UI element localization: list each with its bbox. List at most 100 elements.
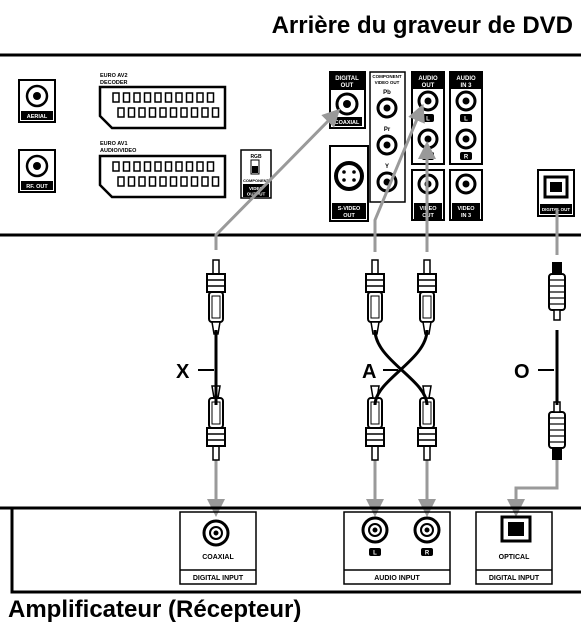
amplifier-title: Amplificateur (Récepteur) bbox=[8, 596, 302, 623]
switch-component-label: COMPONENT bbox=[243, 178, 270, 183]
audio-in3-label-2: IN 3 bbox=[460, 83, 472, 89]
amplifier-panel: COAXIAL DIGITAL INPUT L R AUDIO INPUT OP bbox=[0, 506, 581, 594]
cable-o: O bbox=[514, 330, 559, 405]
scart-pin bbox=[122, 161, 131, 172]
scart-pin bbox=[143, 161, 152, 172]
coaxial-input-label: COAXIAL bbox=[202, 554, 234, 561]
scart-pin bbox=[159, 107, 167, 118]
rf-out-jack: RF. OUT bbox=[18, 149, 56, 193]
digital-input-coax-label: DIGITAL INPUT bbox=[193, 575, 244, 582]
euro-av2-label-1: EURO AV2 bbox=[100, 73, 128, 79]
scart-pin bbox=[138, 107, 146, 118]
cable-a: A bbox=[362, 329, 429, 406]
audio-input-label: AUDIO INPUT bbox=[374, 575, 420, 582]
scart-pin bbox=[133, 161, 141, 172]
scart-pin bbox=[180, 176, 188, 187]
euro-av1-scart bbox=[98, 154, 227, 199]
scart-pin bbox=[112, 161, 120, 172]
scart-pin bbox=[175, 92, 183, 103]
rca-plug bbox=[365, 385, 385, 461]
scart-pin bbox=[164, 161, 173, 172]
scart-pin bbox=[122, 92, 131, 103]
scart-pin bbox=[206, 92, 215, 103]
optical-input-label: OPTICAL bbox=[499, 554, 530, 561]
scart-pin bbox=[180, 107, 188, 118]
switch-video-label: VIDEO bbox=[249, 186, 264, 191]
digital-out-coaxial-group: DIGITAL OUT COAXIAL bbox=[329, 71, 366, 129]
rca-plug bbox=[417, 385, 437, 461]
scart-pin bbox=[112, 92, 120, 103]
aerial-jack: AERIAL bbox=[18, 79, 56, 123]
scart-pin bbox=[190, 176, 199, 187]
cable-a-label: A bbox=[362, 361, 376, 383]
scart-pin bbox=[190, 107, 199, 118]
scart-pin bbox=[196, 161, 204, 172]
scart-pin bbox=[169, 176, 178, 187]
scart-pin bbox=[169, 107, 178, 118]
scart-pin bbox=[138, 176, 146, 187]
rca-plug bbox=[365, 259, 385, 335]
scart-pin bbox=[159, 176, 167, 187]
scart-pin bbox=[201, 176, 209, 187]
scart-pin bbox=[201, 107, 209, 118]
switch-rgb-label: RGB bbox=[250, 154, 262, 160]
scart-pin bbox=[211, 107, 220, 118]
cable-plugs bbox=[206, 259, 566, 461]
audio-input-jacks: L R AUDIO INPUT bbox=[343, 511, 451, 585]
scart-pin bbox=[211, 176, 220, 187]
aerial-label: AERIAL bbox=[27, 114, 48, 120]
audio-l-signal-arrow bbox=[373, 103, 425, 252]
scart-pin bbox=[185, 161, 194, 172]
audio-out-l-label: L bbox=[426, 117, 430, 123]
s-video-label-1: S-VIDEO bbox=[338, 206, 361, 212]
scart-pin bbox=[206, 161, 215, 172]
video-in3-label-1: VIDEO bbox=[457, 206, 475, 212]
scart-pin bbox=[148, 107, 157, 118]
coaxial-out-label: COAXIAL bbox=[335, 120, 360, 126]
scart-pin bbox=[127, 107, 136, 118]
rca-plug bbox=[206, 385, 226, 461]
cable-a-wire-2 bbox=[373, 329, 429, 406]
digital-out-label-2: OUT bbox=[341, 83, 354, 89]
scart-pin bbox=[175, 161, 183, 172]
audio-out-label-1: AUDIO bbox=[418, 76, 438, 82]
audio-input-l-label: L bbox=[373, 551, 377, 557]
scart-pin bbox=[154, 161, 162, 172]
scart-pin bbox=[117, 107, 125, 118]
component-label-1: COMPONENT bbox=[372, 74, 402, 79]
s-video-out-jack: S-VIDEO OUT bbox=[329, 145, 369, 222]
pr-label: Pr bbox=[384, 127, 391, 133]
signal-path-arrows bbox=[207, 103, 559, 517]
scart-pin bbox=[185, 92, 194, 103]
scart-pin bbox=[164, 92, 173, 103]
scart-pin bbox=[117, 176, 125, 187]
euro-av1-label-1: EURO AV1 bbox=[100, 141, 128, 147]
euro-av1-label-2: AUDIO/VIDEO bbox=[100, 148, 137, 154]
recorder-panel: AERIAL RF. OUT EURO AV2 DECODER EURO AV1… bbox=[0, 53, 581, 237]
optical-input-jack: OPTICAL DIGITAL INPUT bbox=[475, 511, 553, 585]
rf-out-label: RF. OUT bbox=[26, 184, 48, 190]
optical-input-arrow bbox=[507, 450, 559, 517]
y-label: Y bbox=[385, 164, 389, 170]
rca-plug bbox=[206, 259, 226, 335]
pb-label: Pb bbox=[383, 90, 391, 96]
cable-x-label: X bbox=[176, 361, 190, 383]
video-in3-label-2: IN 3 bbox=[461, 213, 471, 219]
audio-out-label-2: OUT bbox=[422, 83, 435, 89]
scart-pin bbox=[148, 176, 157, 187]
audio-in3-l-label: L bbox=[464, 117, 468, 123]
scart-pin bbox=[133, 92, 141, 103]
component-label-2: VIDEO OUT bbox=[375, 80, 400, 85]
coaxial-input-jack: COAXIAL DIGITAL INPUT bbox=[179, 511, 257, 585]
scart-pin bbox=[127, 176, 136, 187]
scart-pin bbox=[143, 92, 152, 103]
video-output-switch: RGB COMPONENT VIDEO OUTPUT bbox=[240, 149, 272, 199]
euro-av2-scart bbox=[98, 85, 227, 130]
cable-o-label: O bbox=[514, 361, 530, 383]
digital-input-optical-label: DIGITAL INPUT bbox=[489, 575, 540, 582]
video-in3-jack: VIDEO IN 3 bbox=[449, 169, 483, 221]
digital-out-label-1: DIGITAL bbox=[335, 76, 359, 82]
euro-av2-label-2: DECODER bbox=[100, 80, 128, 86]
recorder-rear-title: Arrière du graveur de DVD bbox=[271, 12, 573, 39]
